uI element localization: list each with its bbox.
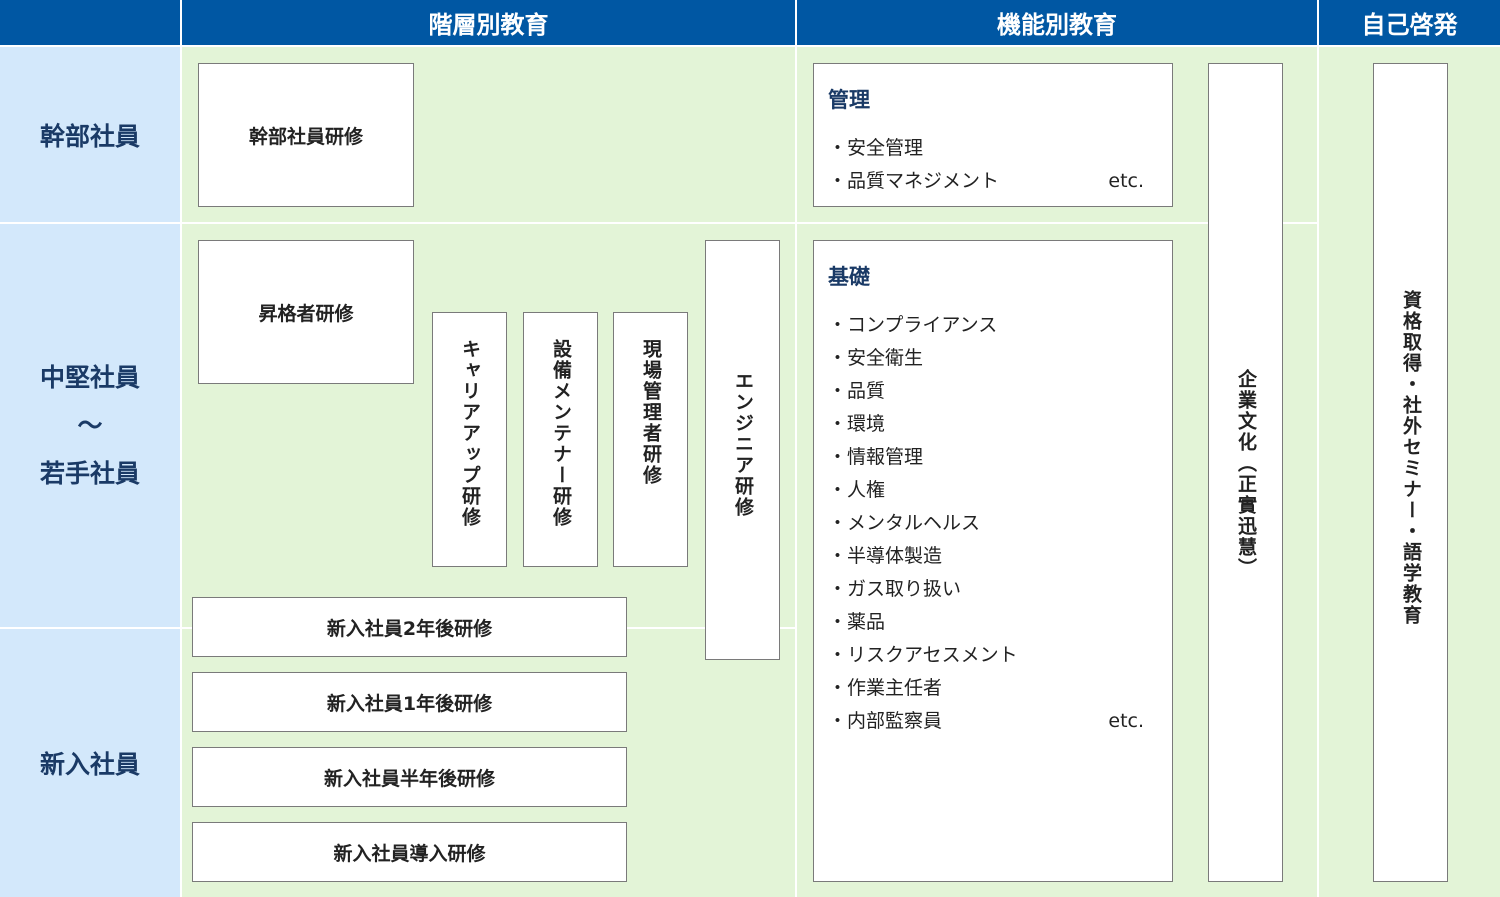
corporate-culture-label: 企業文化（正實迅慧） <box>1235 369 1257 579</box>
list-item: ・メンタルヘルス <box>828 512 981 534</box>
list-item: ・リスクアセスメント <box>828 644 1018 666</box>
basics-list: ・コンプライアンス ・安全衛生 ・品質 ・環境 ・情報管理 ・人権 ・メンタルヘ… <box>828 309 1158 738</box>
equipment-maintenance-training-box: 設備メンテナー研修 <box>523 312 598 567</box>
list-item: ・安全管理 <box>828 137 924 159</box>
site-manager-training-box: 現場管理者研修 <box>613 312 688 567</box>
self-development-box: 資格取得・社外セミナー・語学教育 <box>1373 63 1448 882</box>
new-1yr-training-box: 新入社員1年後研修 <box>192 672 627 732</box>
list-item: ・ガス取り扱い <box>828 578 962 600</box>
list-item: ・薬品 <box>828 611 886 633</box>
list-item: ・安全衛生 <box>828 347 924 369</box>
list-item: ・環境 <box>828 413 886 435</box>
row-label-mid-young: 中堅社員 〜 若手社員 <box>0 224 180 627</box>
list-item: ・人権 <box>828 479 886 501</box>
list-item: ・半導体製造 <box>828 545 943 567</box>
corner-header <box>0 0 180 45</box>
management-etc: etc. <box>1108 170 1144 192</box>
engineer-training-box: エンジニア研修 <box>705 240 780 660</box>
list-item: ・情報管理 <box>828 446 924 468</box>
site-manager-training-label: 現場管理者研修 <box>640 339 662 486</box>
executive-training-box: 幹部社員研修 <box>198 63 414 207</box>
basics-title: 基礎 <box>828 265 870 289</box>
corporate-culture-box: 企業文化（正實迅慧） <box>1208 63 1283 882</box>
header-self-development: 自己啓発 <box>1319 0 1500 45</box>
equipment-maintenance-training-label: 設備メンテナー研修 <box>550 339 572 528</box>
promotion-training-box: 昇格者研修 <box>198 240 414 384</box>
new-2yr-training-box: 新入社員2年後研修 <box>192 597 627 657</box>
career-up-training-box: キャリアアップ研修 <box>432 312 507 567</box>
new-half-yr-training-box: 新入社員半年後研修 <box>192 747 627 807</box>
row-label-mid: 中堅社員 <box>39 362 140 392</box>
row-label-young: 若手社員 <box>39 458 140 488</box>
basics-etc: etc. <box>1108 710 1144 732</box>
row-label-new: 新入社員 <box>0 629 180 897</box>
self-development-label: 資格取得・社外セミナー・語学教育 <box>1400 290 1422 626</box>
header-functional: 機能別教育 <box>797 0 1317 45</box>
list-item: ・コンプライアンス <box>828 314 998 336</box>
career-up-training-label: キャリアアップ研修 <box>459 339 481 528</box>
row-label-tilde: 〜 <box>77 410 103 440</box>
header-hierarchical: 階層別教育 <box>182 0 795 45</box>
row-label-executive: 幹部社員 <box>0 47 180 222</box>
management-title: 管理 <box>828 88 870 112</box>
list-item: ・作業主任者 <box>828 677 943 699</box>
new-intro-training-box: 新入社員導入研修 <box>192 822 627 882</box>
list-item: ・品質 <box>828 380 886 402</box>
engineer-training-label: エンジニア研修 <box>732 371 754 518</box>
basics-box: 基礎 ・コンプライアンス ・安全衛生 ・品質 ・環境 ・情報管理 ・人権 ・メン… <box>813 240 1173 882</box>
